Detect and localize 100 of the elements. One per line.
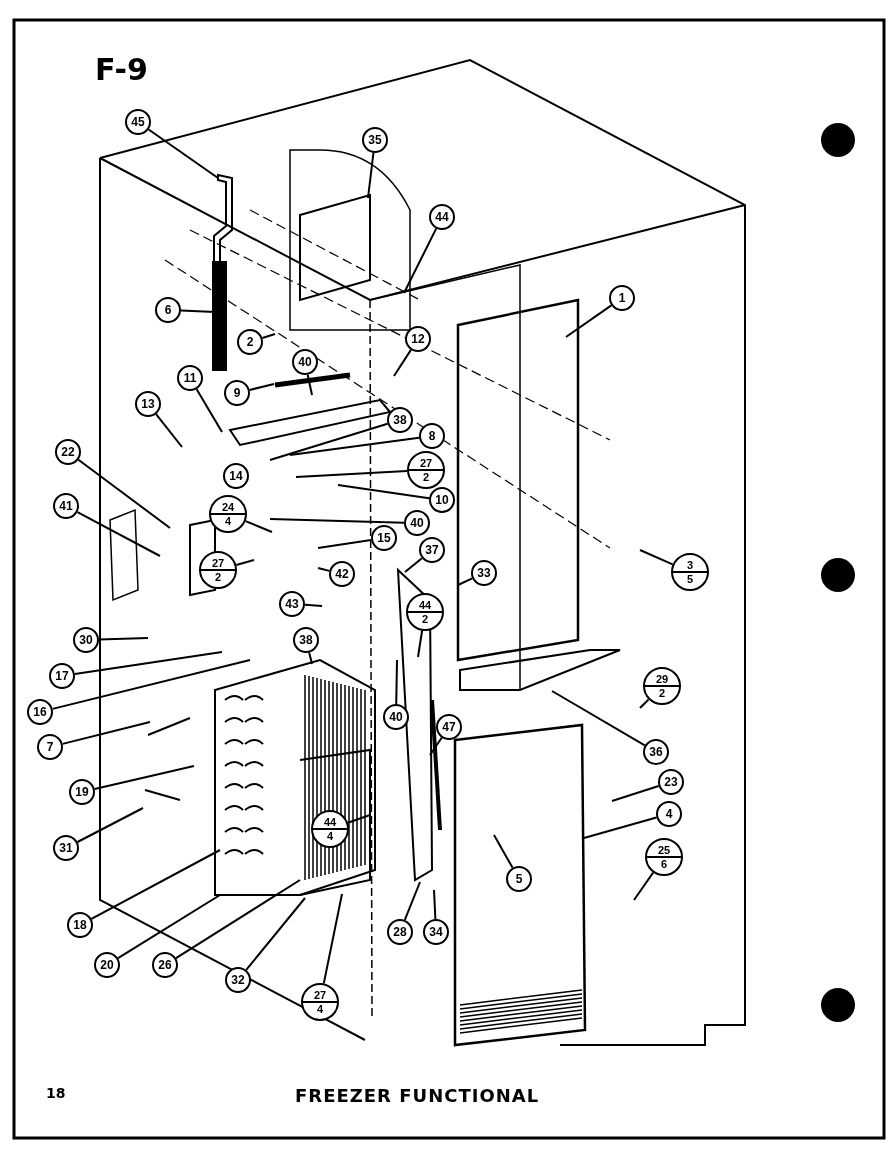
callout-number: 25 [657,844,671,856]
leader-line [429,736,443,756]
leader-line [73,651,223,676]
callout-number: 5 [506,866,532,892]
leader-line [195,388,223,433]
leader-line [395,659,398,705]
leader-line [403,227,438,294]
callout-circle [407,451,445,489]
leader-line [308,651,313,665]
callout-number: 42 [329,561,355,587]
leader-line [565,304,613,338]
quantity-number: 4 [224,515,232,527]
callout-number: 16 [27,699,53,725]
callout-number: 24 [221,501,235,513]
callout-number: 37 [419,537,445,563]
callout-number: 3 [686,559,694,571]
callout-number: 40 [404,510,430,536]
callout-number: 18 [67,912,93,938]
leader-line [90,849,221,920]
leader-line [393,348,412,377]
callout-number: 4 [656,801,682,827]
leader-line [417,629,424,658]
leader-line [551,690,646,747]
quantity-number: 4 [326,830,334,842]
callout-circle [645,838,683,876]
leader-line [367,151,375,199]
callout-circle [406,593,444,631]
leader-line [61,721,151,745]
quantity-number: 6 [660,858,668,870]
callout-number: 20 [94,952,120,978]
callout-number: 33 [471,560,497,586]
leader-line [98,637,149,641]
leader-line [295,470,409,478]
leader-line [175,879,301,960]
callout-circle [199,551,237,589]
callout-circle [671,553,709,591]
callout-number: 38 [293,627,319,653]
callout-number: 38 [387,407,413,433]
callout-number: 14 [223,463,249,489]
callout-number: 28 [387,919,413,945]
callout-number: 23 [658,769,684,795]
leader-line [404,557,423,573]
callout-number: 10 [429,487,455,513]
leader-line [245,897,306,971]
callout-number: 32 [225,967,251,993]
callout-number: 6 [155,297,181,323]
callout-number: 22 [55,439,81,465]
leader-line [248,383,275,391]
callout-number: 41 [53,493,79,519]
page-number: 18 [46,1085,66,1101]
callout-number: 27 [313,989,327,1001]
callout-number: 2 [237,329,263,355]
figure-title: F-9 [95,52,148,87]
callout-number: 44 [418,599,432,611]
callout-number: 15 [371,525,397,551]
leader-line [76,807,144,843]
leader-line [303,603,323,607]
callout-number: 36 [643,739,669,765]
leader-line [337,484,431,500]
callout-number: 47 [436,714,462,740]
leader-line [583,816,658,839]
leader-line [77,458,171,529]
leader-line [611,785,660,802]
callout-number: 9 [224,380,250,406]
callout-number: 11 [177,365,203,391]
quantity-number: 4 [316,1003,324,1015]
callout-number: 29 [655,673,669,685]
callout-number: 17 [49,663,75,689]
leader-line [147,128,219,179]
quantity-number: 2 [421,613,429,625]
callout-circle [643,667,681,705]
callout-number: 19 [69,779,95,805]
leader-line [403,881,421,921]
leader-line [322,893,343,985]
callout-number: 34 [423,919,449,945]
leader-line [306,373,313,396]
quantity-number: 2 [658,687,666,699]
leader-line [317,567,331,572]
leader-line [639,549,674,566]
leader-line [76,511,161,557]
callout-number: 1 [609,285,635,311]
callout-number: 40 [383,704,409,730]
callout-number: 12 [405,326,431,352]
quantity-number: 2 [422,471,430,483]
leader-line [261,333,276,340]
leader-line [633,871,655,901]
callout-circle [301,983,339,1021]
leader-line [493,834,514,869]
leader-line [235,559,255,566]
callout-number: 31 [53,835,79,861]
callout-number: 27 [211,557,225,569]
leader-line [93,765,195,791]
leader-line [317,538,373,549]
leader-line [639,698,650,709]
callout-number: 44 [429,204,455,230]
callout-number: 35 [362,127,388,153]
leader-line [269,518,405,524]
leader-line [155,413,183,448]
quantity-number: 5 [686,573,694,585]
leader-line [433,889,437,920]
